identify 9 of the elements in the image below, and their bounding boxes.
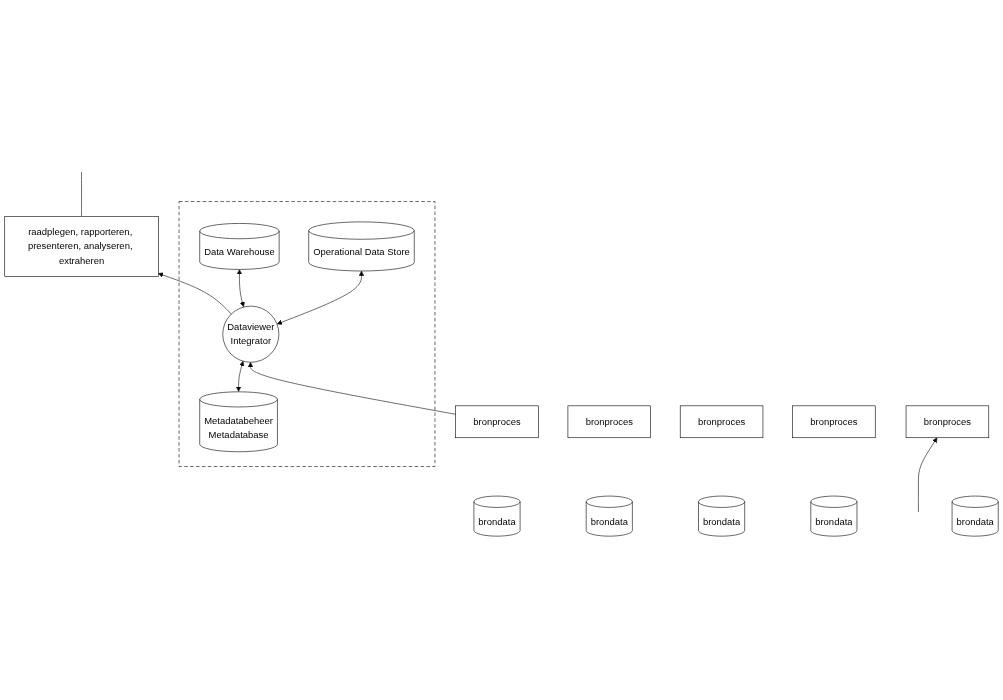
node-box: bronproces	[905, 405, 990, 439]
cluster	[178, 201, 436, 467]
node-box: raadplegen, rapporteren, presenteren, analyseren, extraheren	[4, 216, 159, 277]
node-box: bronproces	[455, 405, 539, 439]
connector	[81, 171, 82, 217]
node-box: bronproces	[679, 405, 764, 439]
node-box: bronproces	[792, 405, 876, 439]
node-circle: Dataviewer Integrator	[222, 305, 280, 363]
node-box: bronproces	[567, 405, 651, 439]
